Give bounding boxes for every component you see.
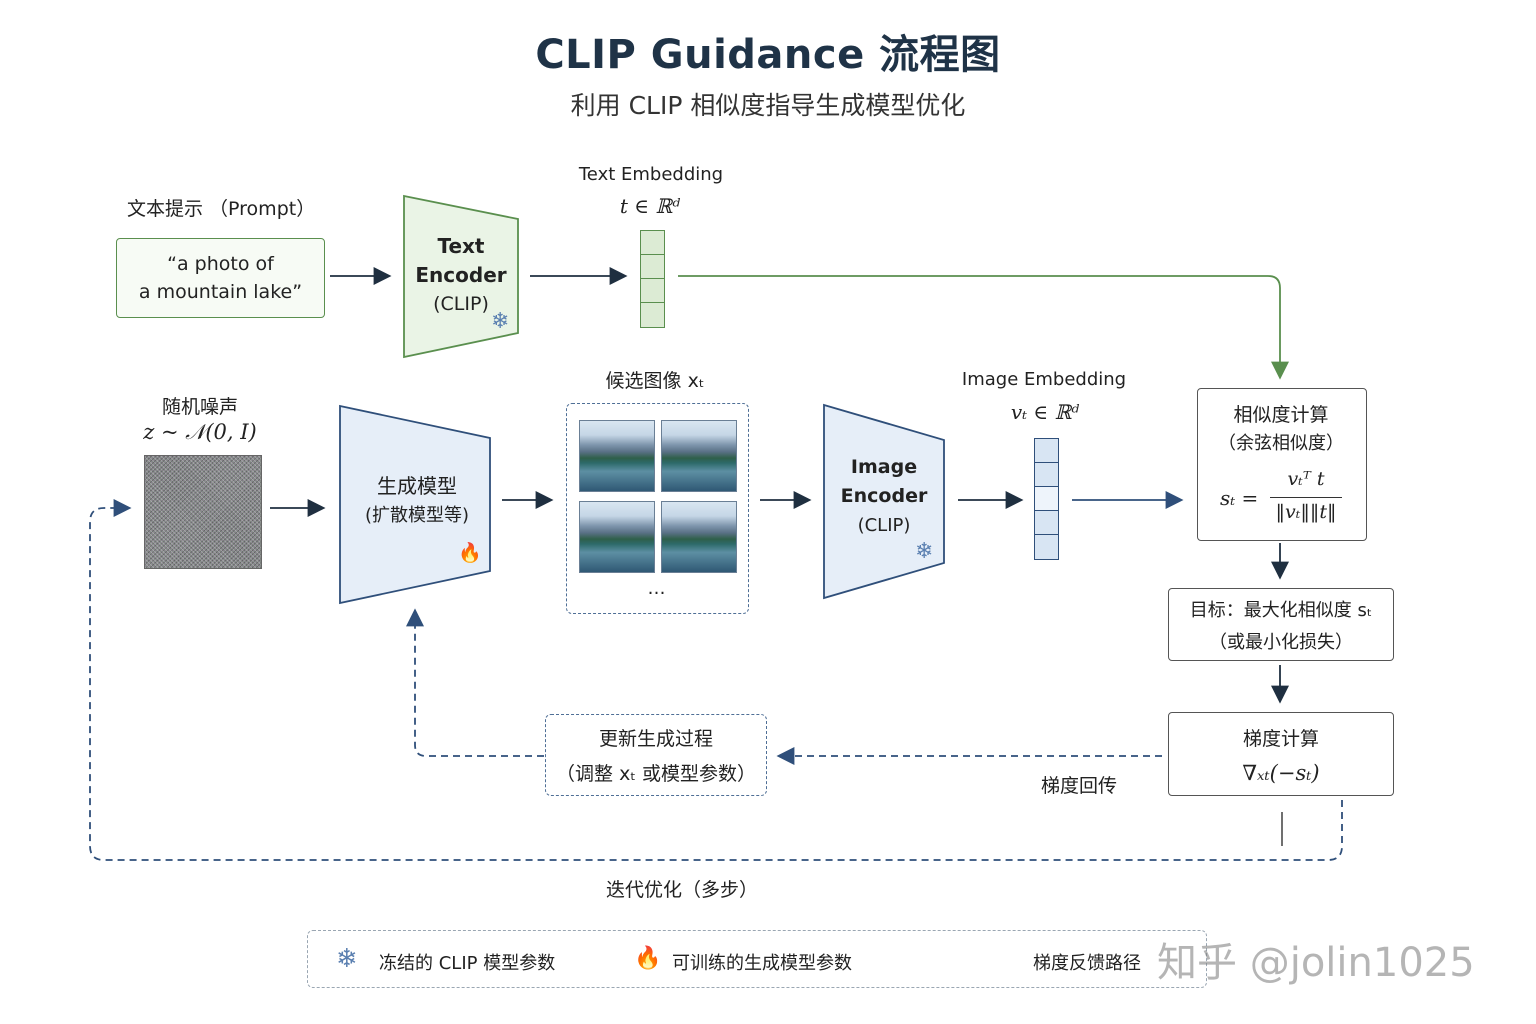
prompt-box: “a photo of a mountain lake”	[116, 238, 325, 318]
prompt-label: 文本提示 （Prompt）	[127, 198, 316, 220]
generator-shape	[339, 404, 491, 605]
legend-box	[307, 930, 1207, 988]
backprop-label: 梯度回传	[1041, 775, 1118, 797]
candidate-image-3	[579, 501, 655, 573]
similarity-box	[1197, 388, 1367, 541]
image-encoder-shape	[823, 403, 945, 600]
text-embedding-label: Text Embedding	[578, 164, 724, 185]
similarity-fraction-bar	[1270, 497, 1342, 498]
legend-frozen-label: 冻结的 CLIP 模型参数	[379, 953, 556, 974]
text-encoder-shape	[403, 194, 519, 359]
noise-image	[144, 455, 262, 569]
candidates-ellipsis: …	[647, 578, 666, 599]
snowflake-icon: ❄	[491, 309, 510, 334]
image-embedding-label: Image Embedding	[961, 369, 1127, 390]
prompt-line-2: a mountain lake”	[138, 281, 303, 303]
image-encoder-label: Image Encoder (CLIP)	[840, 456, 928, 536]
gradient-title: 梯度计算	[1242, 727, 1319, 750]
noise-label: 随机噪声	[161, 396, 238, 418]
candidate-image-2	[661, 420, 737, 492]
similarity-numerator: vₜᵀ t	[1287, 468, 1325, 490]
text-embedding-math: t ∈ ℝᵈ	[619, 194, 681, 218]
snowflake-icon: ❄	[915, 539, 934, 564]
similarity-title: 相似度计算	[1233, 404, 1329, 426]
update-line-1: 更新生成过程	[598, 728, 713, 750]
update-line-2: （调整 xₜ 或模型参数）	[556, 763, 756, 785]
page-title: CLIP Guidance 流程图	[535, 32, 1001, 78]
legend-trainable-label: 可训练的生成模型参数	[672, 953, 852, 974]
watermark: 知乎 @jolin1025	[1157, 940, 1475, 986]
candidate-image-4	[661, 501, 737, 573]
noise-math: z ~ 𝒩(0, I)	[143, 420, 257, 444]
iterate-label: 迭代优化（多步）	[606, 879, 759, 901]
prompt-line-1: “a photo of	[167, 253, 274, 275]
candidate-image-1	[579, 420, 655, 492]
update-box: 更新生成过程 （调整 xₜ 或模型参数）	[545, 714, 767, 796]
gradient-box: 梯度计算 ∇ₓₜ(−sₜ)	[1168, 712, 1394, 796]
legend-feedback-label: 梯度反馈路径	[1033, 953, 1141, 974]
image-embedding-vector	[1034, 438, 1059, 560]
text-embedding-vector	[640, 230, 665, 328]
similarity-subtitle: （余弦相似度）	[1218, 433, 1344, 454]
similarity-denominator: ‖vₜ‖‖t‖	[1275, 501, 1337, 523]
page-subtitle: 利用 CLIP 相似度指导生成模型优化	[570, 91, 966, 120]
text-encoder-label: Text Encoder (CLIP)	[415, 234, 507, 315]
candidates-label: 候选图像 xₜ	[605, 370, 705, 392]
image-embedding-math: vₜ ∈ ℝᵈ	[1010, 400, 1080, 424]
fire-icon: 🔥	[458, 542, 482, 564]
snowflake-icon: ❄	[336, 944, 358, 974]
generator-label: 生成模型 (扩散模型等)	[364, 474, 470, 526]
objective-line-1: 目标：最大化相似度 sₜ	[1189, 599, 1373, 621]
objective-box: 目标：最大化相似度 sₜ （或最小化损失）	[1168, 588, 1394, 661]
fire-icon: 🔥	[634, 946, 662, 971]
gradient-formula: ∇ₓₜ(−sₜ)	[1242, 760, 1320, 785]
similarity-lhs: sₜ =	[1220, 486, 1259, 510]
objective-line-2: （或最小化损失）	[1209, 631, 1353, 653]
